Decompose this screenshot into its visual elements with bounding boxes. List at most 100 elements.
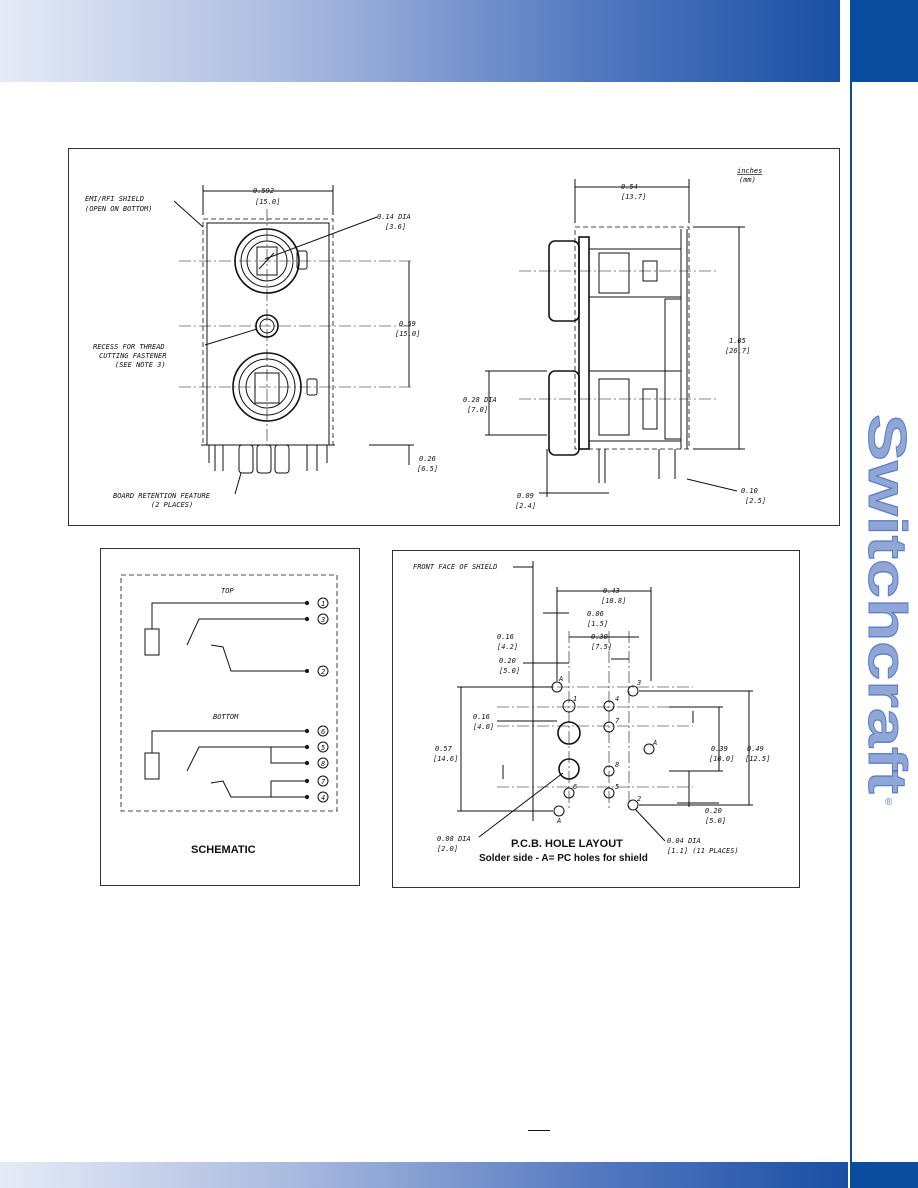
hole-label-3: 3 <box>636 679 641 687</box>
dim-pin-left: 0.09 <box>517 492 534 500</box>
page-number-rule <box>528 1130 550 1131</box>
dim-jack-dia-mm: [7.0] <box>467 406 488 414</box>
pin-top-2: 2 <box>321 668 325 676</box>
hole-2 <box>627 799 639 811</box>
dim-pin-left-mm: [2.4] <box>515 502 536 510</box>
brand-registered-mark: ® <box>885 797 893 808</box>
hole-label-7: 7 <box>615 717 620 725</box>
hole-5 <box>603 787 615 799</box>
label-recess-3: (SEE NOTE 3) <box>115 361 166 369</box>
label-front-face: FRONT FACE OF SHIELD <box>413 563 497 571</box>
dim-jack-dia: 0.28 DIA <box>463 396 497 404</box>
dim-020b-mm: [5.0] <box>705 817 726 825</box>
dim-016: 0.16 <box>497 633 514 641</box>
dim-dia-008: 0.08 DIA <box>437 835 471 843</box>
dim-width-mm: [15.0] <box>255 198 280 206</box>
pin-top-3: 3 <box>320 616 325 624</box>
pcb-holes: 1 4 3 7 8 6 5 2 A A A <box>551 675 657 825</box>
side-view: 0.54 [13.7] 1.05 [26.7] 0.28 DIA [7.0] 0… <box>463 179 766 510</box>
dimension-drawing: inches (mm) <box>85 167 766 510</box>
pin-bottom-4: 4 <box>321 794 325 802</box>
hole-large-2 <box>558 758 580 780</box>
pin-top-1: 1 <box>321 600 325 608</box>
pin-bottom-8: 8 <box>321 760 325 768</box>
dim-hole-dia: 0.14 DIA <box>377 213 411 221</box>
hole-a-bottom <box>553 805 565 817</box>
dim-057: 0.57 <box>435 745 453 753</box>
dim-side-width: 0.54 <box>621 183 638 191</box>
dim-006-mm: [1.5] <box>587 620 608 628</box>
pin-bottom-5: 5 <box>321 744 325 752</box>
dim-049: 0.49 <box>747 745 764 753</box>
side-shield-outline <box>574 226 690 450</box>
schematic-title: SCHEMATIC <box>191 844 256 856</box>
pcb-layout-drawing: FRONT FACE OF SHIELD 1 4 3 7 8 6 5 2 A A… <box>413 561 770 864</box>
hole-8 <box>603 765 615 777</box>
dim-dia-004: 0.04 DIA <box>667 837 701 845</box>
hole-label-1: 1 <box>573 695 577 703</box>
dim-049-mm: [12.5] <box>745 755 770 763</box>
footer-gradient-band <box>0 1162 848 1188</box>
hole-6 <box>563 787 575 799</box>
dim-pin-right: 0.10 <box>741 487 758 495</box>
label-retention: BOARD RETENTION FEATURE <box>113 492 211 500</box>
dim-dia-004-mm: [1.1] (11 PLACES) <box>667 847 739 855</box>
units-mm: (mm) <box>739 176 756 184</box>
schematic-top-circuit: 1 3 2 <box>144 597 329 677</box>
dim-043-mm: [10.8] <box>601 597 626 605</box>
pin-bottom-6: 6 <box>321 728 325 736</box>
dim-pin-right-mm: [2.5] <box>745 497 766 505</box>
pcb-layout-panel: FRONT FACE OF SHIELD 1 4 3 7 8 6 5 2 A A… <box>392 550 800 888</box>
dim-spacing: 0.59 <box>399 320 416 328</box>
label-recess-2: CUTTING FASTENER <box>99 352 166 360</box>
dim-bottom: 0.26 <box>419 455 436 463</box>
dim-height: 1.05 <box>729 337 746 345</box>
schematic-drawing: TOP BOTTOM 1 3 2 6 5 8 <box>120 574 338 856</box>
header-blue-block <box>850 0 918 82</box>
footer-blue-block <box>850 1162 918 1188</box>
units-inches: inches <box>737 167 762 175</box>
pcb-title: P.C.B. HOLE LAYOUT <box>511 838 623 850</box>
schematic-top-label: TOP <box>221 587 234 595</box>
hole-label-5: 5 <box>615 783 619 791</box>
label-retention-places: (2 PLACES) <box>151 501 193 509</box>
dim-hole-dia-mm: [3.6] <box>385 223 406 231</box>
dim-height-mm: [26.7] <box>725 347 750 355</box>
dim-spacing-mm: [15.0] <box>395 330 420 338</box>
hole-label-8: 8 <box>615 761 619 769</box>
shield-hole-a-bottom: A <box>556 817 561 825</box>
hole-4 <box>603 700 615 712</box>
dim-057-mm: [14.6] <box>433 755 458 763</box>
dim-030: 0.30 <box>591 633 608 641</box>
hole-a-right <box>643 743 655 755</box>
dim-043: 0.43 <box>603 587 620 595</box>
dim-016b-mm: [4.0] <box>473 723 494 731</box>
pin-bottom-7: 7 <box>321 778 326 786</box>
schematic-bottom-circuit: 6 5 8 7 4 <box>144 725 329 803</box>
hole-label-6: 6 <box>573 783 577 791</box>
brand-wordmark: Switchcraft ® <box>857 414 916 809</box>
dim-016-mm: [4.2] <box>497 643 518 651</box>
dim-016b: 0.16 <box>473 713 490 721</box>
dim-039-mm: [10.0] <box>709 755 734 763</box>
hole-7 <box>603 721 615 733</box>
hole-1 <box>562 699 576 713</box>
hole-large <box>557 721 581 745</box>
dim-006: 0.06 <box>587 610 604 618</box>
shield-hole-a-right: A <box>652 739 657 747</box>
housing-outline <box>206 222 330 446</box>
shield-outline <box>202 218 334 446</box>
schematic-bottom-label: BOTTOM <box>213 713 239 721</box>
label-shield: EMI/RFI SHIELD <box>85 195 144 203</box>
hole-label-2: 2 <box>637 795 641 803</box>
side-rule <box>850 82 852 1162</box>
dim-bottom-mm: [6.5] <box>417 465 438 473</box>
hole-3 <box>627 685 639 697</box>
hole-label-4: 4 <box>615 695 619 703</box>
pcb-subtitle: Solder side - A= PC holes for shield <box>479 853 648 864</box>
front-view: 0.592 [15.0] 0.14 DIA [3.6] 0.59 [15.0] … <box>85 185 438 509</box>
dimension-drawing-panel: inches (mm) <box>68 148 840 526</box>
dim-020: 0.20 <box>499 657 516 665</box>
shield-hole-a-top: A <box>558 675 563 683</box>
dim-width: 0.592 <box>253 187 274 195</box>
